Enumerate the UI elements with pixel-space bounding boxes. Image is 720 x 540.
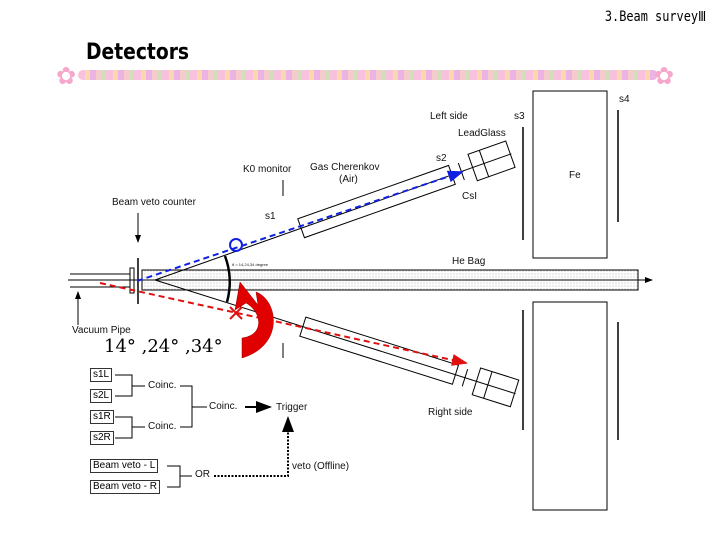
s1-label: s1: [265, 211, 276, 222]
red-track: [99, 282, 468, 366]
gas-cherenkov-label: Gas Cherenkov: [310, 162, 380, 173]
angle-note: θ = 14,24,34 degree: [232, 262, 268, 267]
coinc-left-label: Coinc.: [148, 380, 177, 391]
vacuum-pipe-label: Vacuum Pipe: [72, 325, 131, 336]
s2r-box: s2R: [90, 431, 114, 445]
coinc-right-label: Coinc.: [148, 421, 177, 432]
vacuum-pipe: [70, 267, 135, 325]
logic-wiring: [115, 374, 294, 488]
fe-label: Fe: [569, 170, 581, 181]
angles-label: 14° ,24° ,34°: [104, 336, 223, 357]
s4-label: s4: [619, 94, 630, 105]
flower-icon: ✿: [56, 63, 77, 90]
air-label: (Air): [339, 174, 358, 185]
csi-label: CsI: [462, 191, 477, 202]
s2l-box: s2L: [90, 389, 113, 403]
s1l-box: s1L: [90, 368, 113, 382]
right-side-label: Right side: [428, 407, 473, 418]
rotation-arrow: [234, 281, 274, 359]
flower-icon: ✿: [654, 63, 675, 90]
angle-arc: [223, 255, 231, 303]
beam-veto-counter-label: Beam veto counter: [112, 197, 196, 208]
trigger-label: Trigger: [276, 402, 308, 413]
slide-title: Detectors: [86, 40, 190, 65]
red-x-marker: [229, 306, 243, 320]
he-bag-label: He Bag: [452, 256, 486, 267]
section-label: 3.Beam surveyⅢ: [604, 9, 706, 25]
blue-track: [136, 170, 464, 282]
s1r-box: s1R: [90, 410, 114, 424]
blue-circle-marker: [229, 238, 243, 252]
s2-label: s2: [436, 153, 447, 164]
beam-veto-r-box: Beam veto - R: [90, 480, 160, 494]
leadglass-label: LeadGlass: [458, 128, 506, 139]
veto-offline-label: veto (Offline): [292, 461, 350, 472]
decorative-band: [78, 70, 658, 80]
s3-label: s3: [514, 111, 525, 122]
coinc-final-label: Coinc.: [209, 401, 238, 412]
downstream-detectors: [522, 90, 619, 511]
left-side-label: Left side: [430, 111, 468, 122]
beam-veto-l-box: Beam veto - L: [90, 459, 159, 473]
right-arm: [154, 279, 520, 408]
or-label: OR: [195, 469, 210, 480]
k0-monitor-label: K0 monitor: [243, 164, 292, 175]
